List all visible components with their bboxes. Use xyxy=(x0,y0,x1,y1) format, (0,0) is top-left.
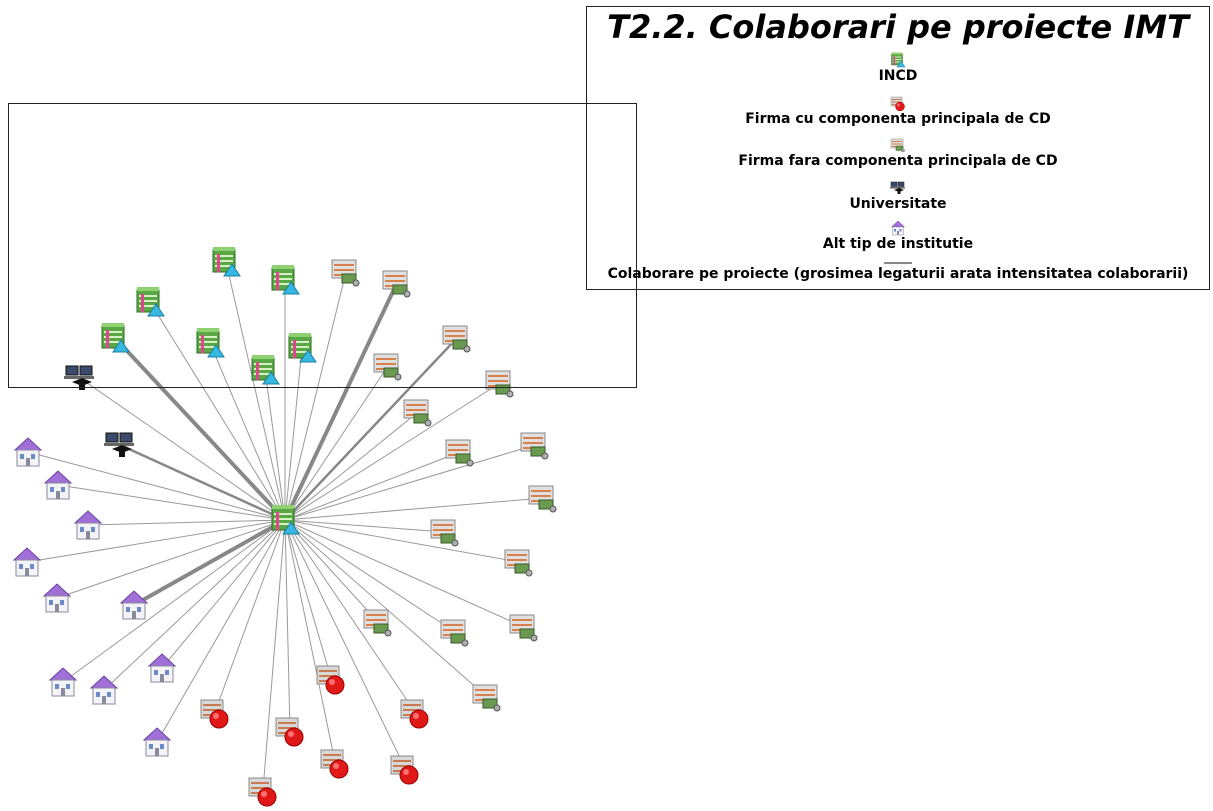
collaboration-edge xyxy=(62,519,286,683)
other-institution-node[interactable] xyxy=(143,727,171,757)
collaboration-edge xyxy=(264,369,286,521)
legend-label-incd: INCD xyxy=(878,68,918,84)
firm-nonrd-node[interactable] xyxy=(440,619,469,647)
legend-item-incd: INCD xyxy=(586,52,1210,84)
firm-rd-node[interactable] xyxy=(400,699,429,729)
legend-item-firm-nonrd: Firma fara componenta principala de CD xyxy=(586,137,1210,169)
collaboration-edge xyxy=(284,519,416,713)
collaboration-edge xyxy=(284,444,536,521)
other-institution-node[interactable] xyxy=(44,470,72,500)
firm-nonrd-icon xyxy=(890,138,905,153)
collaboration-edge xyxy=(284,519,456,633)
firm-nonrd-node[interactable] xyxy=(363,609,392,637)
legend-item-university: Universitate xyxy=(586,180,1210,212)
university-icon xyxy=(889,181,906,195)
collaboration-edge xyxy=(284,337,458,521)
firm-nonrd-node[interactable] xyxy=(472,684,501,712)
firm-nonrd-node[interactable] xyxy=(445,439,474,467)
legend-title: T2.2. Colaborari pe proiecte IMT xyxy=(607,8,1189,46)
collaboration-edge xyxy=(113,336,287,522)
firm-rd-icon xyxy=(890,96,905,111)
firm-nonrd-node[interactable] xyxy=(403,399,432,427)
collaboration-edge xyxy=(284,519,406,769)
legend-label-edge: Colaborare pe proiecte (grosimea legatur… xyxy=(607,266,1189,282)
legend-label-university: Universitate xyxy=(849,196,947,212)
collaboration-edge xyxy=(214,519,286,713)
legend-box xyxy=(586,6,1210,290)
collaboration-edge xyxy=(284,519,488,698)
collaboration-edge xyxy=(57,484,286,521)
other-institution-node[interactable] xyxy=(13,547,41,577)
other-institution-node[interactable] xyxy=(120,590,148,620)
firm-nonrd-node[interactable] xyxy=(509,614,538,642)
collaboration-edge xyxy=(284,519,446,533)
other-institution-node[interactable] xyxy=(43,583,71,613)
firm-nonrd-node[interactable] xyxy=(430,519,459,547)
selection-rectangle xyxy=(8,103,637,388)
collaboration-edge xyxy=(26,519,286,563)
incd-icon xyxy=(891,52,906,68)
edge-line-icon xyxy=(884,262,912,264)
collaboration-edge xyxy=(161,519,286,669)
collaboration-edge xyxy=(284,519,291,731)
collaboration-edge xyxy=(284,382,501,521)
collaboration-edge xyxy=(284,451,461,521)
other-institution-node[interactable] xyxy=(90,675,118,705)
legend-item-edge: Colaborare pe proiecte (grosimea legatur… xyxy=(586,260,1210,282)
collaboration-edge xyxy=(284,411,419,521)
firm-rd-node[interactable] xyxy=(316,665,345,695)
collaboration-edge xyxy=(283,282,399,521)
collaboration-edge xyxy=(284,519,379,623)
collaboration-edge xyxy=(284,365,389,521)
collaboration-edge xyxy=(284,497,544,521)
collaboration-edge xyxy=(284,519,332,679)
collaboration-edge xyxy=(119,443,286,522)
firm-nonrd-node[interactable] xyxy=(528,485,557,513)
other-institution-node[interactable] xyxy=(14,437,42,467)
legend-label-firm-nonrd: Firma fara componenta principala de CD xyxy=(738,153,1058,169)
firm-rd-node[interactable] xyxy=(200,699,229,729)
collaboration-edge xyxy=(87,519,286,526)
collaboration-edge xyxy=(262,519,286,791)
collaboration-edge xyxy=(103,519,286,691)
collaboration-edge xyxy=(79,377,286,521)
other-institution-node[interactable] xyxy=(74,510,102,540)
collaboration-edge xyxy=(133,518,286,607)
legend-item-firm-rd: Firma cu componenta principala de CD xyxy=(586,95,1210,127)
other-institution-node[interactable] xyxy=(49,667,77,697)
collaboration-edge xyxy=(209,342,286,521)
collaboration-edge xyxy=(284,519,336,763)
firm-rd-node[interactable] xyxy=(320,749,349,779)
legend-label-firm-rd: Firma cu componenta principala de CD xyxy=(745,111,1051,127)
collaboration-edge xyxy=(225,261,286,521)
collaboration-edge xyxy=(284,519,525,628)
other-institution-icon xyxy=(891,220,905,236)
collaboration-edge xyxy=(284,271,347,521)
legend-item-other: Alt tip de institutie xyxy=(586,220,1210,252)
firm-rd-node[interactable] xyxy=(390,755,419,785)
firm-nonrd-node[interactable] xyxy=(520,432,549,460)
collaboration-edge xyxy=(156,519,286,743)
collaboration-edge xyxy=(56,519,286,599)
other-institution-node[interactable] xyxy=(148,653,176,683)
collaboration-edge xyxy=(284,519,520,563)
legend-label-other: Alt tip de institutie xyxy=(822,236,974,252)
university-node[interactable] xyxy=(103,432,135,458)
firm-nonrd-node[interactable] xyxy=(504,549,533,577)
firm-rd-node[interactable] xyxy=(248,777,277,807)
collaboration-edge xyxy=(27,451,286,521)
firm-rd-node[interactable] xyxy=(275,717,304,747)
collaboration-edge xyxy=(149,301,286,521)
collaboration-edge xyxy=(284,347,303,521)
